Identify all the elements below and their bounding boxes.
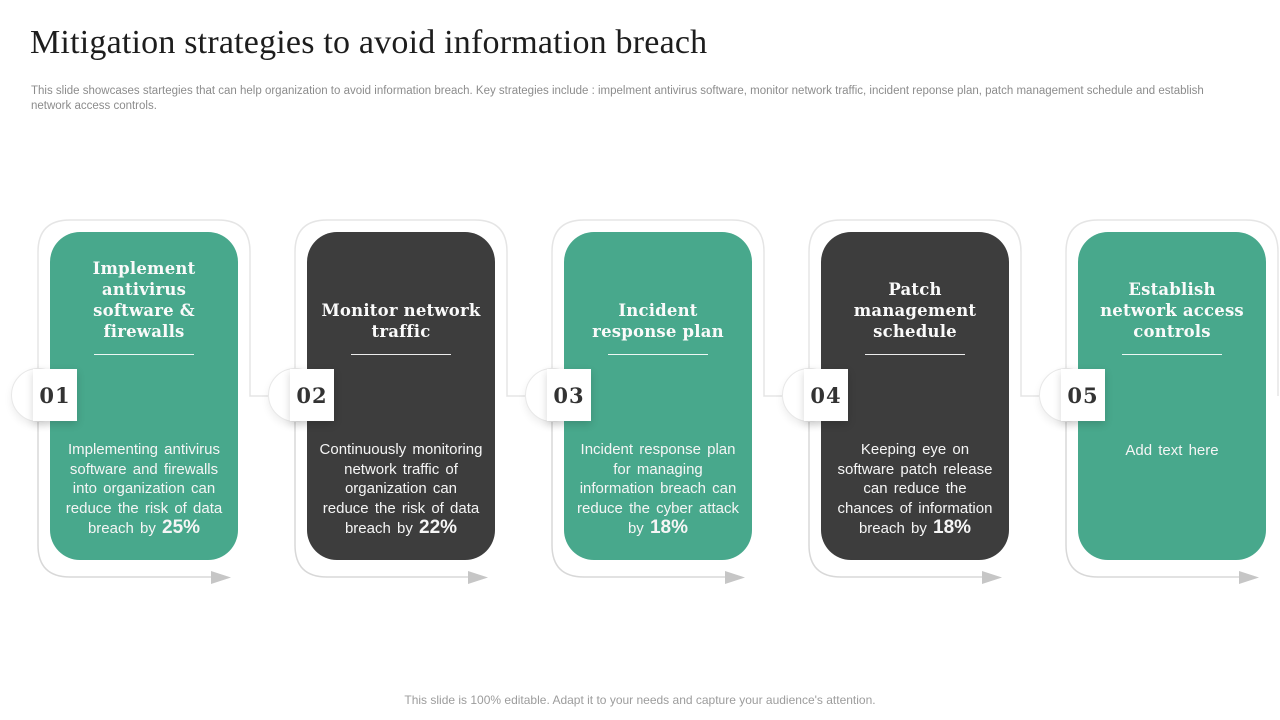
step-number-badge: 02 xyxy=(290,369,334,421)
card-description: Continuously monitoring network traffic … xyxy=(319,441,483,538)
strategy-step-5: Establish network access controls Add te… xyxy=(1039,215,1279,595)
card-title: Implement antivirus software & firewalls xyxy=(92,259,196,341)
strategy-card[interactable]: Patch management schedule Keeping eye on… xyxy=(821,232,1009,560)
step-number-badge: 01 xyxy=(33,369,77,421)
arrow-right-icon xyxy=(211,571,231,584)
strategy-card[interactable]: Monitor network traffic Continuously mon… xyxy=(307,232,495,560)
card-title: Incident response plan xyxy=(592,301,724,341)
title-underline xyxy=(94,354,194,355)
title-underline xyxy=(608,354,708,355)
stat-value: 18% xyxy=(933,517,972,538)
strategy-step-3: Incident response plan Incident response… xyxy=(525,215,782,595)
stat-value: 25% xyxy=(162,517,201,538)
strategy-card[interactable]: Implement antivirus software & firewalls… xyxy=(50,232,238,560)
connector-frame-decoration xyxy=(551,219,782,584)
arrow-right-icon xyxy=(982,571,1002,584)
strategy-card[interactable]: Incident response plan Incident response… xyxy=(564,232,752,560)
connector-frame-decoration xyxy=(37,219,268,584)
arrow-right-icon xyxy=(468,571,488,584)
step-number-badge: 05 xyxy=(1061,369,1105,421)
title-underline xyxy=(865,354,965,355)
title-underline xyxy=(1122,354,1222,355)
add-text-placeholder[interactable]: Add text here xyxy=(1125,442,1219,459)
page-title: Mitigation strategies to avoid informati… xyxy=(30,24,708,61)
strategy-step-1: Implement antivirus software & firewalls… xyxy=(11,215,268,595)
card-title: Monitor network traffic xyxy=(321,301,481,341)
stat-value: 22% xyxy=(419,517,458,538)
arrow-right-icon xyxy=(1239,571,1259,584)
strategy-step-4: Patch management schedule Keeping eye on… xyxy=(782,215,1039,595)
step-number-badge: 04 xyxy=(804,369,848,421)
step-number-badge: 03 xyxy=(547,369,591,421)
title-underline xyxy=(351,354,451,355)
card-description: Keeping eye on software patch release ca… xyxy=(837,441,993,538)
connector-frame-decoration xyxy=(1065,219,1279,584)
card-description: Implementing antivirus software and fire… xyxy=(65,441,223,538)
card-description: Incident response plan for managing info… xyxy=(577,441,739,538)
strategy-step-2: Monitor network traffic Continuously mon… xyxy=(268,215,525,595)
editable-note: This slide is 100% editable. Adapt it to… xyxy=(404,693,876,707)
stat-value: 18% xyxy=(649,517,689,538)
connector-frame-decoration xyxy=(294,219,525,584)
card-title: Patch management schedule xyxy=(853,280,977,341)
arrow-right-icon xyxy=(725,571,745,584)
page-subtitle: This slide showcases startegies that can… xyxy=(31,85,1204,112)
card-title: Establish network access controls xyxy=(1100,280,1244,341)
connector-frame-decoration xyxy=(808,219,1039,584)
strategy-card[interactable]: Establish network access controls Add te… xyxy=(1078,232,1266,560)
